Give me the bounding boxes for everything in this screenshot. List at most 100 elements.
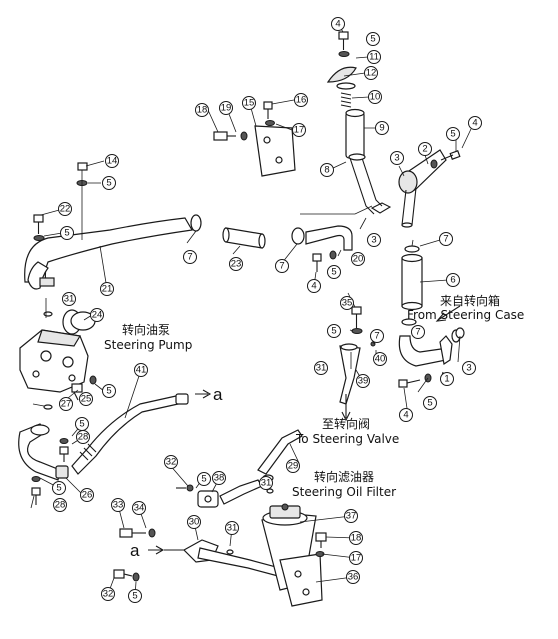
steering-oil-filter: [261, 503, 327, 607]
pipe-20: [291, 225, 353, 272]
svg-text:7: 7: [279, 261, 284, 272]
hose-23: [222, 227, 266, 249]
callout-bubble: 4: [468, 116, 482, 130]
callout-bubble: 9: [375, 121, 389, 135]
callout-bubble: 41: [134, 363, 148, 377]
callout-bubble: 28: [76, 430, 90, 444]
callout-bubble: 24: [90, 308, 104, 322]
callout-bubble: 6: [446, 273, 460, 287]
svg-text:5: 5: [106, 386, 111, 397]
callout-bubble: 23: [229, 257, 243, 271]
svg-text:5: 5: [201, 474, 206, 485]
svg-text:37: 37: [346, 511, 357, 522]
svg-text:7: 7: [443, 234, 448, 245]
svg-text:8: 8: [324, 165, 329, 176]
hose-41: [71, 393, 189, 475]
o-ring-31: [266, 488, 274, 494]
steering-pump-body: [19, 309, 97, 410]
callout-bubble: 4: [307, 279, 321, 293]
callout-bubble: 3: [367, 233, 381, 247]
arrow-from-case: [435, 305, 461, 322]
svg-text:26: 26: [82, 490, 93, 501]
callout-bubble: 21: [100, 282, 114, 296]
svg-text:16: 16: [296, 95, 307, 106]
svg-text:5: 5: [370, 34, 375, 45]
hose-29: [257, 429, 303, 475]
callout-bubble: 32: [101, 587, 115, 601]
callout-bubble: 4: [399, 408, 413, 422]
svg-text:9: 9: [379, 123, 384, 134]
callout-bubble: 36: [346, 570, 360, 584]
callout-bubble: 31: [225, 521, 239, 535]
svg-text:2: 2: [422, 144, 427, 155]
callout-bubble: 20: [351, 252, 365, 266]
svg-text:3: 3: [394, 153, 399, 164]
callout-bubble: 5: [197, 472, 211, 486]
label-oil-filter-cn: 转向滤油器: [314, 469, 374, 484]
callout-bubble: 31: [314, 361, 328, 375]
callout-bubble: 40: [373, 352, 387, 366]
svg-text:35: 35: [342, 298, 353, 309]
callout-bubble: 18: [195, 103, 209, 117]
callout-bubble: 37: [344, 509, 358, 523]
callout-bubble: 5: [102, 384, 116, 398]
callout-bubble: 7: [275, 259, 289, 273]
callout-bubble: 25: [79, 392, 93, 406]
callout-bubble: 14: [105, 154, 119, 168]
label-steering-case-cn: 来自转向箱: [440, 293, 500, 308]
svg-text:32: 32: [103, 589, 114, 600]
svg-text:25: 25: [81, 394, 92, 405]
callout-bubble: 10: [368, 90, 382, 104]
callout-bubble: 4: [331, 17, 345, 31]
svg-text:4: 4: [403, 410, 408, 421]
svg-text:4: 4: [472, 118, 477, 129]
svg-text:40: 40: [375, 354, 386, 365]
svg-text:27: 27: [61, 399, 72, 410]
svg-text:32: 32: [166, 457, 177, 468]
label-steering-pump-en: Steering Pump: [104, 338, 192, 352]
svg-text:5: 5: [331, 267, 336, 278]
svg-text:23: 23: [231, 259, 242, 270]
svg-text:17: 17: [294, 125, 305, 136]
callout-bubble: 19: [219, 101, 233, 115]
pipe-38-30: [113, 474, 281, 582]
callout-bubble: 1: [440, 372, 454, 386]
callout-bubble: 16: [294, 93, 308, 107]
callout-bubble: 7: [411, 325, 425, 339]
label-steering-valve-en: To Steering Valve: [295, 432, 399, 446]
callout-bubble: 3: [390, 151, 404, 165]
svg-text:19: 19: [221, 103, 232, 114]
svg-text:5: 5: [106, 178, 111, 189]
svg-text:36: 36: [348, 572, 359, 583]
callout-bubble: 5: [102, 176, 116, 190]
callout-bubble: 5: [60, 226, 74, 240]
svg-text:7: 7: [415, 327, 420, 338]
svg-text:3: 3: [371, 235, 376, 246]
callout-bubble: 35: [340, 296, 354, 310]
label-ref-a-bottom: a: [130, 541, 140, 560]
callout-bubble: 38: [212, 471, 226, 485]
label-steering-case-en: From Steering Case: [407, 308, 524, 322]
svg-text:17: 17: [351, 553, 362, 564]
svg-text:18: 18: [197, 105, 208, 116]
callout-bubble: 2: [418, 142, 432, 156]
pipe-26: [18, 423, 69, 505]
top-bolt-assembly: [326, 31, 365, 159]
callout-bubble: 5: [366, 32, 380, 46]
callout-bubble: 5: [75, 417, 89, 431]
svg-text:24: 24: [92, 310, 103, 321]
label-oil-filter-en: Steering Oil Filter: [292, 485, 396, 499]
svg-text:5: 5: [331, 326, 336, 337]
svg-text:10: 10: [370, 92, 381, 103]
svg-text:31: 31: [316, 363, 327, 374]
svg-text:22: 22: [60, 204, 71, 215]
callout-bubble: 11: [367, 50, 381, 64]
callout-bubble: 8: [320, 163, 334, 177]
callout-bubble: 17: [292, 123, 306, 137]
svg-text:1: 1: [444, 374, 449, 385]
callout-bubble: 28: [53, 498, 67, 512]
svg-text:28: 28: [78, 432, 89, 443]
svg-text:7: 7: [374, 331, 379, 342]
callout-bubble: 5: [327, 324, 341, 338]
